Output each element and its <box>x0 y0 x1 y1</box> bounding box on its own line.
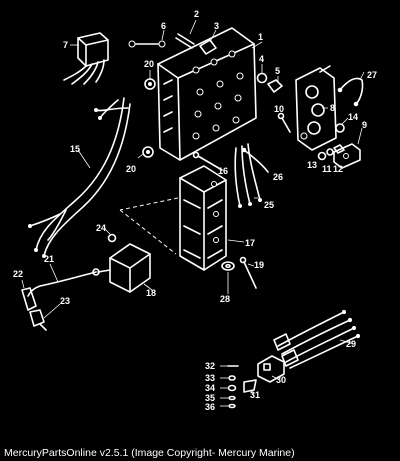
mounting-plate-part-1[interactable] <box>157 27 257 161</box>
callout-24: 24 <box>96 223 106 233</box>
washer-part-36[interactable] <box>228 403 236 409</box>
callout-9: 9 <box>362 120 367 130</box>
spark-plug-lead-part-21[interactable] <box>27 271 97 297</box>
callout-16: 16 <box>218 166 228 176</box>
cable-part-26[interactable] <box>241 147 269 173</box>
screw-part-19[interactable] <box>239 256 257 289</box>
washer-part-14[interactable] <box>335 123 345 133</box>
nut-part-5[interactable] <box>267 79 283 93</box>
callout-1: 1 <box>258 32 263 42</box>
callout-5: 5 <box>275 66 280 76</box>
screw-part-16[interactable] <box>192 151 223 171</box>
callout-25: 25 <box>264 200 274 210</box>
callout-11: 11 <box>322 164 332 174</box>
washer-part-4[interactable] <box>256 72 268 84</box>
callout-8: 8 <box>330 103 335 113</box>
cable-part-27[interactable] <box>337 77 364 107</box>
callout-3: 3 <box>214 21 219 31</box>
boot-part-22[interactable] <box>21 287 37 311</box>
callout-18: 18 <box>146 288 156 298</box>
callout-29: 29 <box>346 339 356 349</box>
grommet-part-20-upper[interactable] <box>144 78 156 90</box>
callout-26: 26 <box>273 172 283 182</box>
wiring-harness-part-15[interactable] <box>28 97 131 258</box>
terminal-block-part-9[interactable] <box>333 143 361 169</box>
callout-34: 34 <box>205 383 215 393</box>
switch-box-part-8[interactable] <box>295 65 337 151</box>
callout-33: 33 <box>205 373 215 383</box>
callout-36: 36 <box>205 402 215 412</box>
callout-19: 19 <box>254 260 264 270</box>
nut-part-34[interactable] <box>227 384 237 392</box>
callout-32: 32 <box>205 361 215 371</box>
coil-bracket-part-17[interactable] <box>179 165 227 271</box>
callout-20-lower: 20 <box>126 164 136 174</box>
callout-20-upper: 20 <box>144 59 154 69</box>
copyright-caption: MercuryPartsOnline v2.5.1 (Image Copyrig… <box>0 446 400 461</box>
callout-31: 31 <box>250 390 260 400</box>
nut-part-12[interactable] <box>333 144 345 154</box>
callout-22: 22 <box>13 269 23 279</box>
callout-17: 17 <box>245 238 255 248</box>
regulator-part-7[interactable] <box>63 32 109 85</box>
wires-part-25[interactable] <box>234 143 262 208</box>
callout-12: 12 <box>333 164 343 174</box>
exploded-parts-diagram: 1 2 3 4 5 6 7 8 9 10 11 12 13 14 15 16 1… <box>13 9 377 412</box>
nut-part-24[interactable] <box>107 233 117 243</box>
callout-10: 10 <box>274 104 284 114</box>
callout-14: 14 <box>348 112 358 122</box>
callout-2: 2 <box>194 9 199 19</box>
callout-23: 23 <box>60 296 70 306</box>
clip-part-31[interactable] <box>243 379 257 393</box>
washer-part-11[interactable] <box>326 148 334 156</box>
callout-28: 28 <box>220 294 230 304</box>
callout-35: 35 <box>205 393 215 403</box>
ignition-coil-part-18[interactable] <box>92 243 151 293</box>
washer-part-28[interactable] <box>221 261 235 271</box>
grommet-part-20-lower[interactable] <box>142 146 154 158</box>
washer-part-35[interactable] <box>228 395 236 401</box>
callout-4: 4 <box>259 54 264 64</box>
screw-part-10[interactable] <box>277 112 291 133</box>
screw-part-6[interactable] <box>128 40 166 48</box>
washer-part-13[interactable] <box>317 151 327 161</box>
callout-6: 6 <box>161 21 166 31</box>
spark-plug-part-23[interactable] <box>29 309 47 331</box>
bolt-part-2[interactable] <box>175 33 195 49</box>
washer-part-33[interactable] <box>228 375 236 381</box>
spacer-part-3[interactable] <box>199 39 217 55</box>
callout-13: 13 <box>307 160 317 170</box>
callout-7: 7 <box>63 40 68 50</box>
callout-15: 15 <box>70 144 80 154</box>
callout-30: 30 <box>276 375 286 385</box>
callout-21: 21 <box>44 254 54 264</box>
callout-27: 27 <box>367 70 377 80</box>
connector-part-30[interactable] <box>257 355 285 383</box>
